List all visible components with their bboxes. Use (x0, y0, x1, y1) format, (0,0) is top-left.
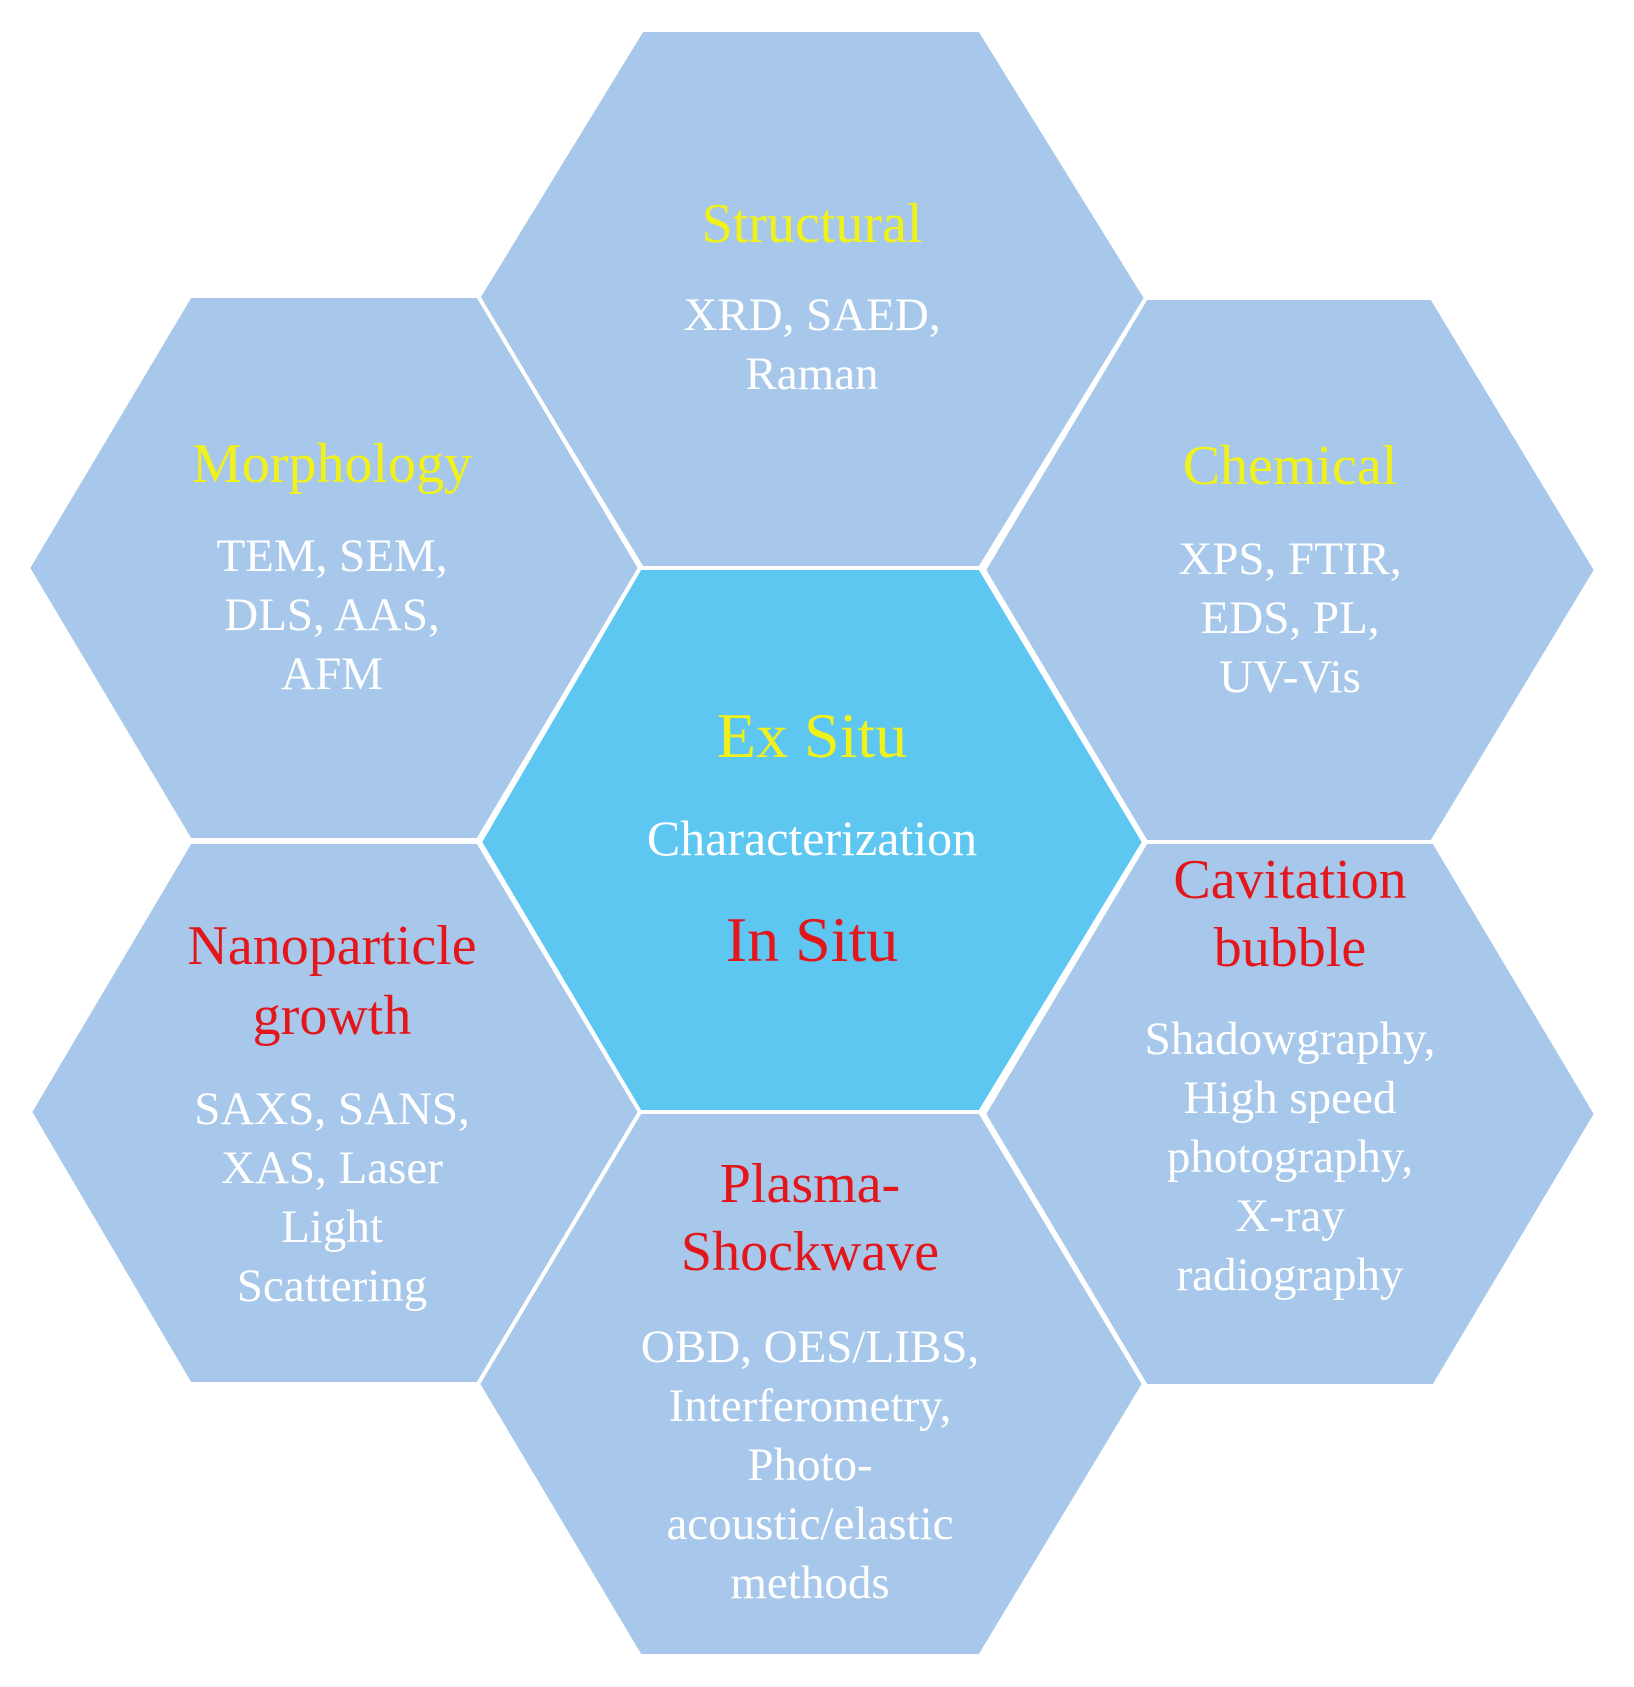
nanoparticle-title-line: Nanoparticle (187, 915, 477, 977)
cavitation-bubble-methods: Shadowgraphy, High speed photography, X-… (1145, 1010, 1436, 1305)
chemical-method-line: EDS, PL, (1200, 592, 1380, 644)
nanoparticle-method-line: XAS, Laser (221, 1142, 443, 1194)
cavitation-method-line: photography, (1166, 1131, 1414, 1183)
plasma-method-line: acoustic/elastic (666, 1498, 954, 1550)
structural-title: Structural (701, 193, 923, 255)
nanoparticle-title-line: growth (252, 985, 412, 1047)
center-in-situ: In Situ (725, 904, 899, 975)
morphology-methods: TEM, SEM, DLS, AAS, AFM (216, 527, 447, 704)
cavitation-method-line: radiography (1176, 1249, 1404, 1301)
nanoparticle-method-line: Light (281, 1201, 383, 1253)
chemical-method-line: XPS, FTIR, (1178, 533, 1402, 585)
plasma-shockwave-methods: OBD, OES/LIBS, Interferometry, Photo- ac… (641, 1318, 979, 1613)
plasma-method-line: OBD, OES/LIBS, (640, 1321, 980, 1373)
cavitation-method-line: X-ray (1235, 1190, 1345, 1242)
structural-method-line: XRD, SAED, (683, 289, 941, 341)
nanoparticle-growth-methods: SAXS, SANS, XAS, Laser Light Scattering (194, 1080, 470, 1316)
nanoparticle-method-line: Scattering (236, 1260, 428, 1312)
hex-cavitation-bubble (981, 840, 1599, 1388)
cavitation-title-line: bubble (1213, 917, 1367, 979)
plasma-shockwave-title: Plasma- Shockwave (681, 1156, 939, 1280)
morphology-method-line: AFM (281, 648, 383, 700)
cavitation-title-line: Cavitation (1173, 849, 1407, 911)
morphology-method-line: DLS, AAS, (224, 589, 440, 641)
nanoparticle-method-line: SAXS, SANS, (194, 1083, 470, 1135)
plasma-title-line: Shockwave (680, 1221, 940, 1283)
nanoparticle-growth-title: Nanoparticle growth (187, 918, 476, 1044)
cavitation-bubble-title: Cavitation bubble (1173, 852, 1406, 976)
cavitation-method-line: Shadowgraphy, (1144, 1013, 1436, 1065)
plasma-method-line: Interferometry, (668, 1380, 952, 1432)
chemical-title: Chemical (1182, 435, 1398, 497)
morphology-method-line: TEM, SEM, (216, 530, 448, 582)
cavitation-method-line: High speed (1183, 1072, 1397, 1124)
plasma-method-line: methods (730, 1557, 890, 1609)
center-characterization: Characterization (646, 810, 978, 866)
center-ex-situ: Ex Situ (716, 700, 908, 771)
plasma-method-line: Photo- (747, 1439, 873, 1491)
morphology-title: Morphology (192, 433, 472, 495)
structural-methods: XRD, SAED, Raman (683, 286, 940, 404)
chemical-methods: XPS, FTIR, EDS, PL, UV-Vis (1178, 530, 1401, 707)
plasma-title-line: Plasma- (719, 1153, 901, 1215)
structural-method-line: Raman (745, 348, 879, 400)
chemical-method-line: UV-Vis (1219, 651, 1361, 703)
hex-center-characterization (477, 566, 1147, 1114)
